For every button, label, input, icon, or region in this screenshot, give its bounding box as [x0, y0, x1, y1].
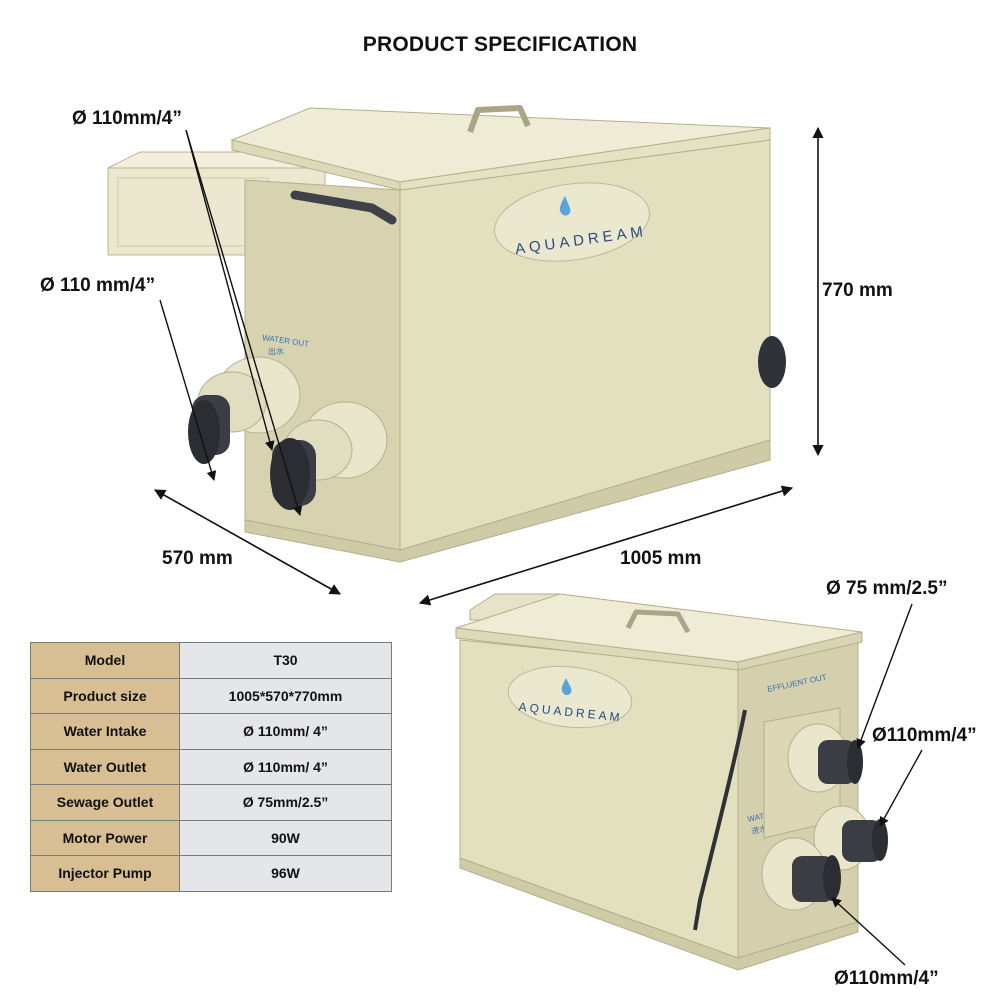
- width-dimension-label: 1005 mm: [620, 548, 702, 569]
- spec-key: Motor Power: [30, 819, 180, 856]
- spec-key: Sewage Outlet: [30, 784, 180, 821]
- water-out-cn-label: 出水: [268, 346, 284, 356]
- outlet-right-callout: Ø110mm/4”: [872, 725, 977, 746]
- sewage-callout: Ø 75 mm/2.5”: [826, 578, 948, 599]
- intake-top-callout: Ø 110mm/4”: [72, 108, 182, 129]
- spec-key: Water Intake: [30, 713, 180, 750]
- spec-key: Water Outlet: [30, 748, 180, 785]
- svg-text:AQUADREAM: AQUADREAM: [518, 700, 623, 725]
- page-title: PRODUCT SPECIFICATION: [362, 33, 638, 56]
- brand-suffix-2: REAM: [575, 706, 623, 725]
- spec-key: Product size: [30, 677, 180, 714]
- spec-key: Injector Pump: [30, 855, 180, 892]
- spec-value: Ø 75mm/2.5”: [179, 784, 392, 821]
- filter-box-front-view: AQUADREAM WATER OUT 出水: [107, 105, 786, 563]
- brand-prefix: AQU: [514, 235, 560, 258]
- spec-value: 96W: [179, 855, 392, 892]
- brand-mark: AD: [558, 231, 589, 252]
- spec-value: T30: [179, 642, 392, 679]
- brand-prefix-2: AQU: [518, 700, 554, 718]
- spec-value: Ø 110mm/ 4”: [179, 713, 392, 750]
- intake-left-callout: Ø 110 mm/4”: [40, 275, 156, 296]
- brand-mark-2: AD: [553, 703, 577, 719]
- spec-value: Ø 110mm/ 4”: [179, 748, 392, 785]
- spec-value: 1005*570*770mm: [179, 677, 392, 714]
- filter-box-rear-view: AQUADREAM EFFLUENT OUT WATER IN 进水: [455, 593, 888, 971]
- depth-dimension-label: 570 mm: [162, 548, 233, 569]
- inlet-bottom-callout: Ø110mm/4”: [834, 968, 939, 989]
- height-dimension-label: 770 mm: [822, 280, 893, 301]
- spec-key: Model: [30, 642, 180, 679]
- water-drop-icon: [559, 196, 571, 216]
- spec-value: 90W: [179, 819, 392, 856]
- water-drop-icon-2: [561, 678, 572, 696]
